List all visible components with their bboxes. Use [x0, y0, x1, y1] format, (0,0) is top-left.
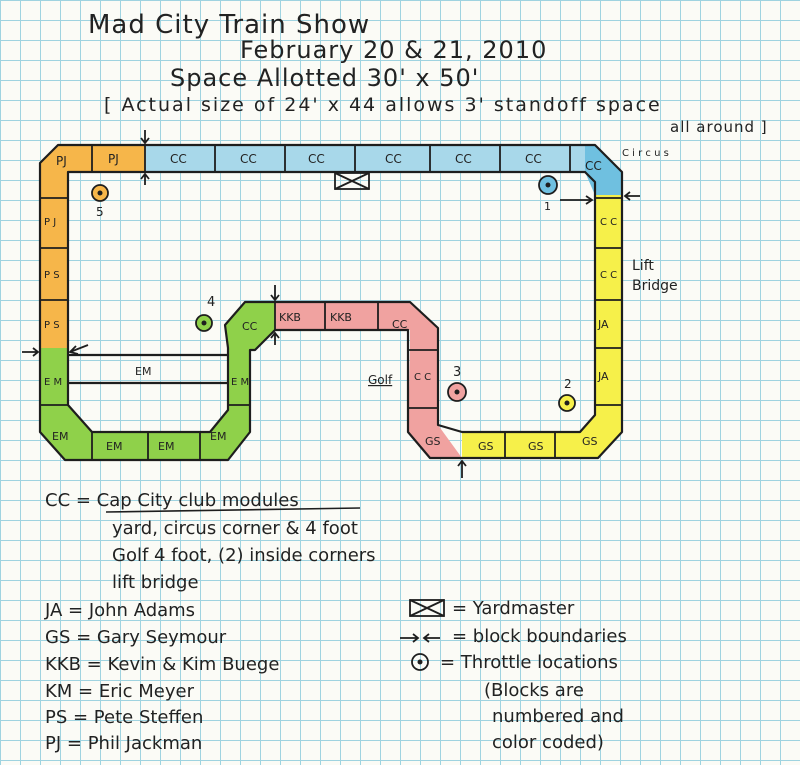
block-arrow-kkb: [270, 285, 280, 302]
gs-ja-fill: [462, 195, 622, 458]
label-ps2: P S: [44, 320, 60, 331]
throttle-4-label: 4: [207, 295, 215, 310]
label-ja2: JA: [597, 370, 609, 383]
label-gs2: GS: [528, 440, 544, 453]
legend-note-2: numbered and: [492, 706, 624, 727]
label-cc-r1: C C: [600, 217, 617, 228]
legend-arrow-icon: [400, 633, 440, 643]
label-kkb2: KKB: [330, 311, 352, 324]
block-arrow-top-left-up: [140, 172, 150, 185]
label-cc-golf: C C: [414, 372, 431, 383]
legend-cc-detail-2: Golf 4 foot, (2) inside corners: [112, 545, 376, 566]
yardmaster-icon: [334, 172, 370, 190]
legend-em: KM = Eric Meyer: [45, 681, 194, 702]
legend-cc-detail-3: lift bridge: [112, 572, 199, 593]
label-cc3: CC: [308, 152, 325, 166]
throttle-3-label: 3: [453, 365, 461, 380]
title-line-3: Space Allotted 30' x 50': [170, 64, 480, 92]
label-em3: EM: [158, 440, 174, 453]
label-cc6: CC: [525, 152, 542, 166]
pj-ps-left-fill: [40, 198, 68, 348]
legend-cc-detail-1: yard, circus corner & 4 foot: [112, 518, 358, 539]
label-gs4: GS: [425, 435, 441, 448]
legend-note-1: (Blocks are: [484, 680, 584, 701]
label-cc7: CC: [585, 159, 602, 173]
title-line-2: February 20 & 21, 2010: [240, 36, 548, 64]
legend-ja: JA = John Adams: [45, 600, 196, 621]
block-arrow-right-in: [560, 195, 594, 205]
block-arrow-right-out: [623, 191, 640, 201]
label-kkb3: CC: [392, 318, 408, 331]
label-em-mid: EM: [135, 365, 151, 378]
label-em-left: E M: [44, 377, 62, 388]
throttle-5-icon: [91, 184, 109, 202]
block-arrow-kkb-up: [270, 331, 280, 345]
title-line-4: [ Actual size of 24' x 44 allows 3' stan…: [104, 94, 662, 116]
label-kkb-cc: CC: [242, 320, 258, 333]
label-kkb1: KKB: [279, 311, 301, 324]
legend-pj: PJ = Phil Jackman: [45, 733, 203, 754]
throttle-1-icon: [538, 175, 558, 195]
legend-ps: PS = Pete Steffen: [45, 707, 204, 728]
label-em-right: E M: [231, 377, 249, 388]
throttle-2-label: 2: [564, 377, 572, 391]
legend-throttle-icon: [411, 653, 429, 671]
throttle-2-icon: [558, 394, 576, 412]
golf-fill: [408, 348, 462, 458]
label-pj2: PJ: [108, 152, 119, 166]
label-em2: EM: [106, 440, 122, 453]
throttle-5-label: 5: [96, 205, 104, 219]
label-gs3: GS: [478, 440, 494, 453]
label-em4: EM: [210, 430, 226, 443]
legend-gs: GS = Gary Seymour: [45, 627, 227, 648]
label-ps1: P S: [44, 270, 60, 281]
label-em1: EM: [52, 430, 68, 443]
legend-yardmaster: = Yardmaster: [452, 598, 575, 619]
label-ja1: JA: [597, 318, 609, 331]
label-golf: Golf: [368, 373, 393, 387]
legend-note-3: color coded): [492, 732, 604, 753]
throttle-3-icon: [447, 382, 467, 402]
label-cc5: CC: [455, 152, 472, 166]
kkb-cc-fill: [225, 302, 275, 350]
title-line-1: Mad City Train Show: [88, 10, 371, 40]
throttle-4-icon: [195, 314, 213, 332]
block-arrow-top-left: [140, 130, 150, 145]
label-cc-r2: C C: [600, 270, 617, 281]
cc-top-fill: [145, 145, 585, 172]
legend-cc: CC = Cap City club modules: [45, 490, 299, 511]
block-arrow-left-in: [22, 347, 40, 357]
title-line-5: all around ]: [670, 118, 768, 136]
label-bridge: Bridge: [632, 278, 678, 294]
legend-throttle: = Throttle locations: [440, 652, 618, 673]
legend-cc-underline: [105, 507, 361, 513]
throttle-1-label: 1: [544, 200, 551, 213]
label-cc4: CC: [385, 152, 402, 166]
label-lift: Lift: [632, 258, 654, 274]
label-circus: C i r c u s: [622, 148, 669, 159]
legend-blocks: = block boundaries: [452, 626, 627, 647]
label-pj1: PJ: [56, 154, 67, 168]
label-cc1: CC: [170, 152, 187, 166]
block-arrow-left-out: [68, 344, 89, 355]
label-pj3: P J: [44, 217, 56, 228]
block-arrow-bottom: [457, 459, 467, 478]
legend-yardmaster-icon: [409, 599, 445, 617]
label-gs1: GS: [582, 435, 598, 448]
kkb-fill: [275, 302, 438, 348]
label-cc2: CC: [240, 152, 257, 166]
track-inner-line: [66, 170, 597, 434]
legend-kkb: KKB = Kevin & Kim Buege: [45, 654, 280, 675]
